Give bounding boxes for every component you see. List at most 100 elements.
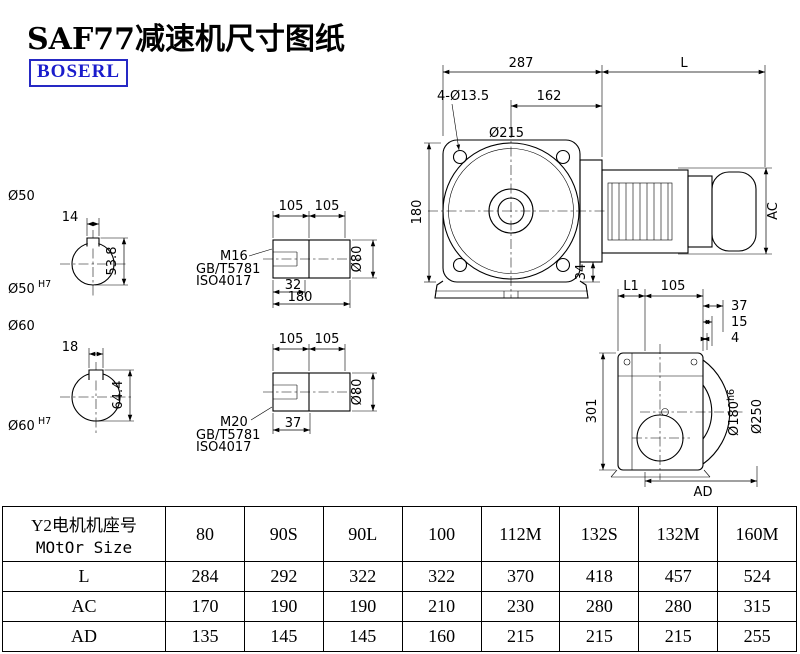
side-housing-outline [617, 352, 704, 471]
bore-diameter-60-label: Ø60 [8, 319, 35, 334]
motor-size-header-cell: Y2电机机座号 MOtOr Size [2, 506, 166, 562]
dim-foot-34: 34 [574, 264, 589, 281]
output-bore-circle [636, 414, 684, 462]
dim-side-37: 37 [731, 299, 748, 314]
table-cell: 524 [717, 561, 797, 592]
table-cell: 135 [165, 621, 245, 652]
dim-side-height-301: 301 [585, 399, 600, 424]
table-cell: 457 [638, 561, 719, 592]
keyway-slot-50 [86, 237, 100, 247]
motor-dimension-table: Y2电机机座号 MOtOr Size 80 90S 90L 100 112M 1… [2, 506, 797, 652]
input-shaft-m16-view: 105 105 M16 GB/T5781 ISO4017 32 180 Ø80 [196, 199, 377, 308]
dim-AD: AD [694, 485, 713, 500]
row-label-L: L [2, 561, 166, 592]
technical-drawing: Ø50 14 53.8 Ø50 H7 Ø60 18 64.4 Ø60 H7 [8, 56, 781, 500]
dim-side-105: 105 [661, 279, 686, 294]
table-cell: 284 [165, 561, 245, 592]
bore-fit-50-tolerance: H7 [38, 279, 51, 290]
table-cell: 160 [401, 621, 482, 652]
frame-col-100: 100 [401, 506, 482, 562]
dim-motor-length-L: L [680, 56, 688, 71]
thread-m16-label: M16 [220, 249, 248, 264]
table-cell: 315 [717, 591, 797, 622]
dim-height-180: 180 [410, 200, 425, 225]
dim-shaft-dia-80-bottom: Ø80 [350, 379, 365, 406]
row-label-AC: AC [2, 591, 166, 622]
table-row-AD: AD 135 145 145 160 215 215 215 255 [2, 621, 797, 652]
standard-iso-label-2: ISO4017 [196, 440, 251, 455]
gearbox-main-view: 287 L 162 4-Ø13.5 Ø215 180 34 AC [410, 56, 781, 299]
table-cell: 255 [717, 621, 797, 652]
spigot-tolerance-h6: h6 [726, 389, 737, 401]
frame-col-80: 80 [165, 506, 245, 562]
motor-body [601, 169, 689, 254]
motor-fins [611, 183, 669, 240]
flange-arc-180 [702, 384, 713, 440]
spigot-dia-180-label: Ø180 [727, 401, 742, 436]
shaft-section-50-view: Ø50 14 53.8 Ø50 H7 [8, 189, 128, 298]
row-label-AD: AD [2, 621, 166, 652]
bolt-holes-callout: 4-Ø13.5 [437, 89, 489, 104]
dim-105-right-2: 105 [315, 332, 340, 347]
bolt-hole [452, 257, 468, 273]
dim-motor-AC: AC [766, 202, 781, 220]
flange-dia-250-label: Ø250 [750, 399, 765, 434]
table-cell: 418 [559, 561, 640, 592]
frame-col-132m: 132M [638, 506, 719, 562]
dim-face-162: 162 [537, 89, 562, 104]
frame-col-160m: 160M [717, 506, 797, 562]
table-cell: 230 [480, 591, 561, 622]
dim-side-4: 4 [731, 331, 739, 346]
bore-diameter-50-label: Ø50 [8, 189, 35, 204]
table-cell: 322 [322, 561, 403, 592]
shaft-section-60-view: Ø60 18 64.4 Ø60 H7 [8, 319, 134, 434]
dim-L1: L1 [623, 279, 639, 294]
dim-key-width-60: 18 [62, 340, 79, 355]
frame-col-132s: 132S [559, 506, 640, 562]
flange-circle-215 [442, 142, 580, 280]
frame-col-90l: 90L [322, 506, 403, 562]
bore-fit-50-label: Ø50 [8, 282, 35, 297]
dim-thread-length-37: 37 [285, 416, 302, 431]
flange-dia-215-label: Ø215 [489, 126, 524, 141]
table-cell: 170 [165, 591, 245, 622]
keyway-slot-60 [88, 369, 104, 380]
dim-shaft-dia-80-top: Ø80 [350, 246, 365, 273]
thread-m20-label: M20 [220, 415, 248, 430]
table-cell: 145 [322, 621, 403, 652]
mounting-foot [434, 280, 589, 299]
frame-col-112m: 112M [480, 506, 561, 562]
table-cell: 280 [559, 591, 640, 622]
table-cell: 280 [638, 591, 719, 622]
page-title: SAF77减速机尺寸图纸 [27, 22, 345, 57]
table-row-AC: AC 170 190 190 210 230 280 280 315 [2, 591, 797, 622]
table-cell: 190 [243, 591, 324, 622]
bolt-hole [555, 257, 571, 273]
bolt-hole [555, 149, 571, 165]
standard-iso-label: ISO4017 [196, 274, 251, 289]
table-row-L: L 284 292 322 322 370 418 457 524 [2, 561, 797, 592]
table-cell: 322 [401, 561, 482, 592]
bore-fit-60-tolerance: H7 [38, 416, 51, 427]
input-shaft-m20-view: 105 105 M20 GB/T5781 ISO4017 37 Ø80 [196, 332, 377, 455]
dim-thread-length-32: 32 [285, 278, 302, 293]
table-cell: 292 [243, 561, 324, 592]
dim-side-15: 15 [731, 315, 748, 330]
table-cell: 190 [322, 591, 403, 622]
gearbox-side-view: L1 105 37 15 4 301 Ø180 h6 Ø250 AD [585, 279, 765, 500]
bolt-hole [452, 149, 468, 165]
table-cell: 215 [480, 621, 561, 652]
logo-text: BOSERL [37, 61, 121, 82]
standard-gb-label: GB/T5781 [196, 262, 260, 277]
frame-col-90s: 90S [243, 506, 324, 562]
table-cell: 370 [480, 561, 561, 592]
table-cell: 145 [243, 621, 324, 652]
table-header-row: Y2电机机座号 MOtOr Size 80 90S 90L 100 112M 1… [2, 506, 797, 562]
table-cell: 215 [559, 621, 640, 652]
bore-fit-60-label: Ø60 [8, 419, 35, 434]
motor-size-header-cn: Y2电机机座号 [31, 515, 137, 535]
dim-105-left: 105 [279, 199, 304, 214]
motor-size-header-en: MOtOr Size [35, 537, 133, 557]
dim-key-height-60: 64.4 [111, 381, 126, 410]
dim-total-length-180: 180 [288, 290, 313, 305]
